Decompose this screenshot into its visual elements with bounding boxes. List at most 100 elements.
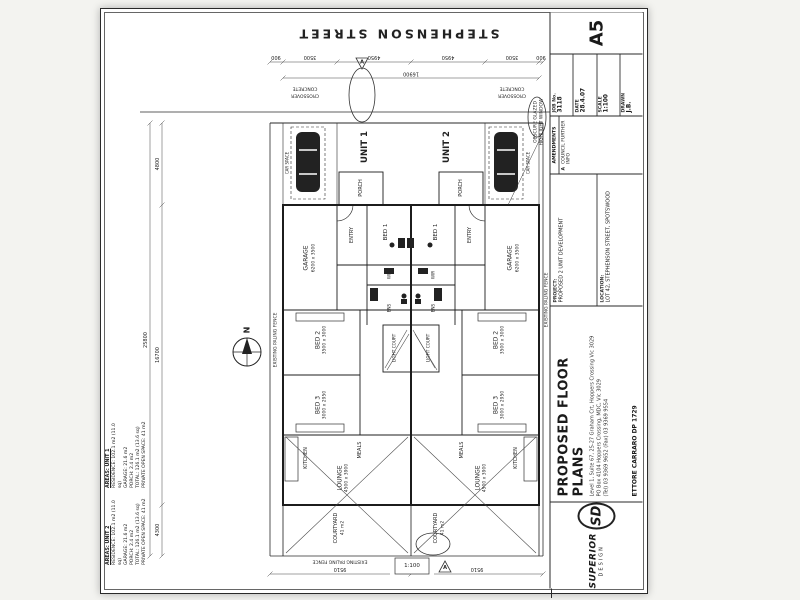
dimension-text: 900 3500 4950 4950 3500 900 16900 4800 1… [143,54,546,572]
room-label-lounge: LOUNGE [475,465,482,490]
firm-address-line: (Tel) 03 9369 9652 (Fax) 03 9369 9554 [603,398,609,497]
svg-text:900: 900 [271,54,281,60]
room-label-porch: PORCH [358,179,364,197]
room-size-lounge: 4500 x 3900 [482,464,488,493]
room-label-courtyard: COURTYARD [333,513,339,544]
drawing-title: PROPOSED FLOOR PLANS [556,357,587,497]
svg-text:HIGHLIGHT WINDOW: HIGHLIGHT WINDOW [539,98,545,146]
firm-name: SUPERIOR [588,533,599,589]
firm-address-line: PO Box 4104 Hoppers Crossing, MDC, Vic 3… [596,379,603,497]
location-row: LOCATION: LOT 42, STEPHENSON STREET, SPO… [597,175,643,306]
svg-text:9510: 9510 [471,566,484,572]
svg-text:3500: 3500 [506,54,519,60]
room-label-kitchen: KITCHEN [513,447,519,469]
dimension-lines [147,59,546,577]
project-row: PROJECT: PROPOSED 2 UNIT DEVELOPMENT [550,174,597,306]
north-arrow: N [232,327,262,367]
room-size-bed2: 3500 x 3000 [322,326,328,355]
room-label-bed3: BED 3 [493,396,500,414]
areas-line: RESIDENCE: 102.1 m2 (11.0 sq) [112,500,124,565]
firm-logo: SUPERIOR DESIGN SD [551,502,643,589]
project-value: PROPOSED 2 UNIT DEVELOPMENT [558,217,565,303]
svg-text:EXISTING PALING FENCE: EXISTING PALING FENCE [544,272,550,327]
room-size-bed3: 3000 x 2950 [500,391,506,420]
room-label-meals: MEALS [357,442,363,459]
room-label-lounge: LOUNGE [337,465,344,490]
room-label-bed2: BED 2 [315,331,322,349]
amendment-marker: A [561,166,567,171]
car-space-label: CAR SPACE [526,151,531,174]
svg-text:CONCRETE: CONCRETE [292,86,317,92]
revision-letter: A [360,60,364,66]
room-area-courtyard: 41 m2 [440,521,446,536]
svg-text:4950: 4950 [368,54,381,60]
svg-text:CROSSOVER: CROSSOVER [498,93,526,99]
drawing-title-cell: PROPOSED FLOOR PLANS Level 1, Suite 67, … [550,306,643,503]
room-size-bed3: 3000 x 2950 [322,391,328,420]
room-label-entry: ENTRY [349,226,355,243]
location-label: LOCATION: [600,274,605,303]
room-label-light-court: LIGHT COURT [426,333,431,362]
field-job: JOB No. 3118 [550,54,574,116]
svg-text:3500: 3500 [304,54,317,60]
room-label-bed1: BED 1 [383,224,389,241]
areas-unit1-block: AREAS: UNIT 1 RESIDENCE: 102.1 m2 (11.0 … [106,416,150,488]
svg-text:9510: 9510 [334,566,347,572]
svg-text:16700: 16700 [155,347,161,363]
firm-address-line: Level 1, Suite 67, 25-27 Graham Crt, Hop… [589,335,596,497]
areas-schedule: AREAS: UNIT 2 RESIDENCE: 102.1 m2 (11.0 … [106,415,150,565]
revision-marker: A [438,560,452,573]
room-labels: PORCH PORCH ENTRY ENTRY GARAGE 6200 x 35… [285,151,531,543]
room-size-bed2: 3500 x 3000 [500,326,506,355]
sheet-number: A5 [550,12,643,55]
room-label-entry: ENTRY [467,226,473,243]
amendment-text: COUNCIL FURTHER INFO [561,120,572,164]
svg-text:CROSSOVER: CROSSOVER [291,93,319,99]
revision-marker: A [355,57,369,70]
room-label-bed3: BED 3 [315,396,322,414]
svg-text:EXISTING PALING FENCE: EXISTING PALING FENCE [312,559,367,565]
svg-text:25800: 25800 [143,332,149,348]
annotation-text: CONCRETE CROSSOVER CONCRETE CROSSOVER OB… [273,86,550,565]
room-size-garage: 6200 x 3500 [311,244,317,273]
scale-note: 1:100 [404,563,420,569]
client-name: ETTORE CARRARO DP 1729 [631,405,639,497]
building-walls [282,171,540,556]
areas-line: RESIDENCE: 102.1 m2 (11.0 sq) [112,423,124,488]
field-date: DATE 28.4.07 [573,54,597,116]
svg-text:4300: 4300 [155,524,161,537]
revision-letter: A [443,565,447,571]
room-label-bed2: BED 2 [493,331,500,349]
sheet-inner-border [104,12,644,590]
areas-line: PRIVATE OPEN SPACE: 41 m2 [142,498,148,565]
room-label-kitchen: KITCHEN [303,447,309,469]
car-icon [296,132,320,192]
scale-box: 1:100 [394,557,430,575]
joinery-lines [284,312,538,482]
areas-line: PRIVATE OPEN SPACE: 41 m2 [142,421,148,488]
room-size-garage: 6200 x 3500 [515,244,521,273]
svg-text:4800: 4800 [155,158,161,171]
svg-text:OBSCURE GLAZED: OBSCURE GLAZED [533,101,539,143]
room-label-meals: MEALS [459,442,465,459]
bathroom-fixtures [370,238,442,304]
room-label-light-court: LIGHT COURT [392,333,397,362]
fields-cell: JOB No. 3118 DATE 28.4.07 SCALE 1:100 DR… [550,54,643,117]
car-icon [494,132,518,192]
svg-text:4950: 4950 [442,54,455,60]
room-label-garage: GARAGE [507,245,514,270]
room-label-ens: ENS [387,303,392,312]
unit2-label: UNIT 2 [442,131,452,163]
room-label-wir: WIR [387,271,392,279]
street-name-label: STEPHENSON STREET [297,27,500,42]
hatch-lines [285,329,537,554]
project-cell: PROJECT: PROPOSED 2 UNIT DEVELOPMENT LOC… [550,174,643,307]
room-label-wir: WIR [431,271,436,279]
room-label-ens: ENS [431,303,436,312]
room-size-lounge: 4500 x 3900 [344,464,350,493]
svg-text:900: 900 [536,54,546,60]
field-value: 1:100 [603,94,610,113]
field-value: J.B. [626,101,633,113]
